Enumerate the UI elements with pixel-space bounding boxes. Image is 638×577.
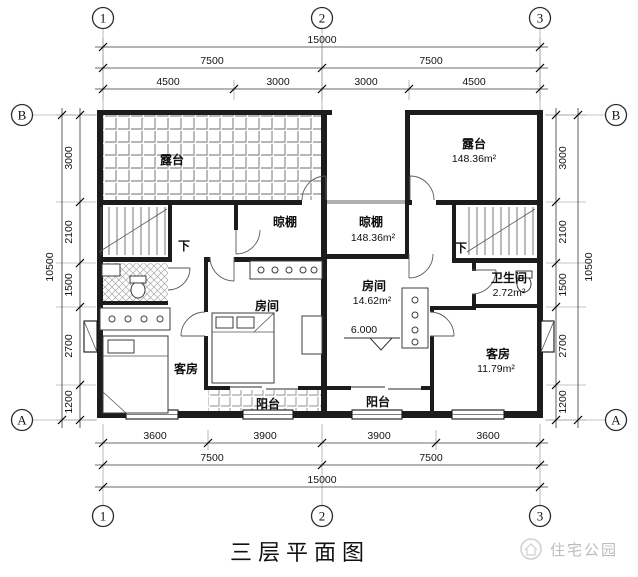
dim-seg: 1500 [63, 273, 75, 297]
dim-total-top: 15000 [307, 34, 336, 46]
label-terrace-left: 露台 [160, 152, 184, 167]
dim-total-right: 10500 [583, 252, 595, 281]
label-room-right: 房间 [362, 278, 386, 293]
dim-seg: 2700 [63, 334, 75, 358]
basin-left [101, 263, 121, 277]
grid-label: B [18, 108, 27, 123]
dim-seg: 1500 [557, 273, 569, 297]
dim-seg: 3000 [557, 146, 569, 170]
dim-seg: 3000 [266, 76, 290, 88]
furniture [99, 260, 533, 414]
desk-room-left [301, 315, 323, 355]
dim-total-bottom: 15000 [307, 474, 336, 486]
elevation-marker: 6.000 [344, 324, 400, 351]
dim-half: 7500 [200, 55, 224, 67]
dimensions-top: 15000 7500 7500 4500 3000 3000 4500 [95, 34, 548, 100]
dim-seg: 1200 [63, 390, 75, 414]
room-labels: 露台 露台 148.36m² 晾棚 晾棚 148.36m² 房间 房间 14.6… [160, 136, 527, 411]
floor-finishes [103, 115, 321, 411]
dim-seg: 3600 [143, 430, 167, 442]
label-terrace-right: 露台 [462, 136, 486, 151]
label-stair-down-left: 下 [178, 239, 190, 253]
dim-seg: 4500 [156, 76, 180, 88]
label-guest-right-area: 11.79m² [477, 363, 515, 375]
dimensions-right: 3000 2100 1500 2700 1200 10500 [546, 108, 595, 428]
stairs-left [98, 207, 168, 255]
grid-label: B [612, 108, 621, 123]
dim-half: 7500 [200, 452, 224, 464]
elevation-value: 6.000 [351, 324, 377, 336]
watermark-logo-icon [520, 538, 542, 560]
label-canopy-right: 晾棚 [359, 214, 383, 229]
watermark-text: 住宅公园 [550, 541, 618, 559]
dim-seg: 4500 [462, 76, 486, 88]
grid-label: 1 [100, 11, 107, 26]
grid-label: 3 [537, 11, 544, 26]
dim-seg: 3900 [367, 430, 391, 442]
grid-label: 2 [319, 11, 326, 26]
dimensions-bottom: 3600 3900 3900 3600 7500 7500 15000 [95, 424, 548, 492]
label-guest-right: 客房 [485, 346, 510, 361]
label-terrace-right-area: 148.36m² [452, 153, 497, 165]
dim-seg: 3900 [253, 430, 277, 442]
dimensions-left: 3000 2100 1500 2700 1200 10500 [44, 108, 96, 428]
label-guest-left: 客房 [173, 361, 198, 376]
dim-seg: 3000 [63, 146, 75, 170]
dim-total-left: 10500 [44, 252, 56, 281]
grid-label: A [17, 413, 27, 428]
watermark: 住宅公园 [520, 538, 618, 560]
dim-seg: 1200 [557, 390, 569, 414]
label-balcony-left: 阳台 [256, 396, 280, 411]
grid-label: 3 [537, 509, 544, 524]
page-title: 三层平面图 [230, 541, 370, 566]
label-stair-down-right: 下 [455, 241, 467, 255]
label-bath-right-area: 2.72m² [493, 287, 526, 299]
dim-seg: 2700 [557, 334, 569, 358]
grid-label: 1 [100, 509, 107, 524]
stairs-right [466, 207, 536, 255]
dim-seg: 3000 [354, 76, 378, 88]
dim-half: 7500 [419, 452, 443, 464]
windows [83, 320, 555, 420]
label-canopy-right-area: 148.36m² [351, 232, 396, 244]
toilet-left [130, 281, 146, 299]
grid-label: 2 [319, 509, 326, 524]
label-balcony-right: 阳台 [366, 394, 390, 409]
terrace-left-tiles [103, 115, 321, 200]
dim-seg: 2100 [557, 220, 569, 244]
label-canopy-left: 晾棚 [273, 214, 297, 229]
label-room-left: 房间 [255, 298, 279, 313]
dim-seg: 2100 [63, 220, 75, 244]
grid-label: A [611, 413, 621, 428]
label-room-right-area: 14.62m² [353, 295, 392, 307]
doors [167, 175, 497, 390]
grid-bubbles: 1 2 3 1 2 3 B A B A [10, 6, 628, 528]
dim-seg: 3600 [476, 430, 500, 442]
balcony-left-tiles [208, 390, 321, 411]
dim-half: 7500 [419, 55, 443, 67]
label-bath-right: 卫生间 [491, 270, 527, 285]
closet-hall-left [99, 307, 171, 331]
